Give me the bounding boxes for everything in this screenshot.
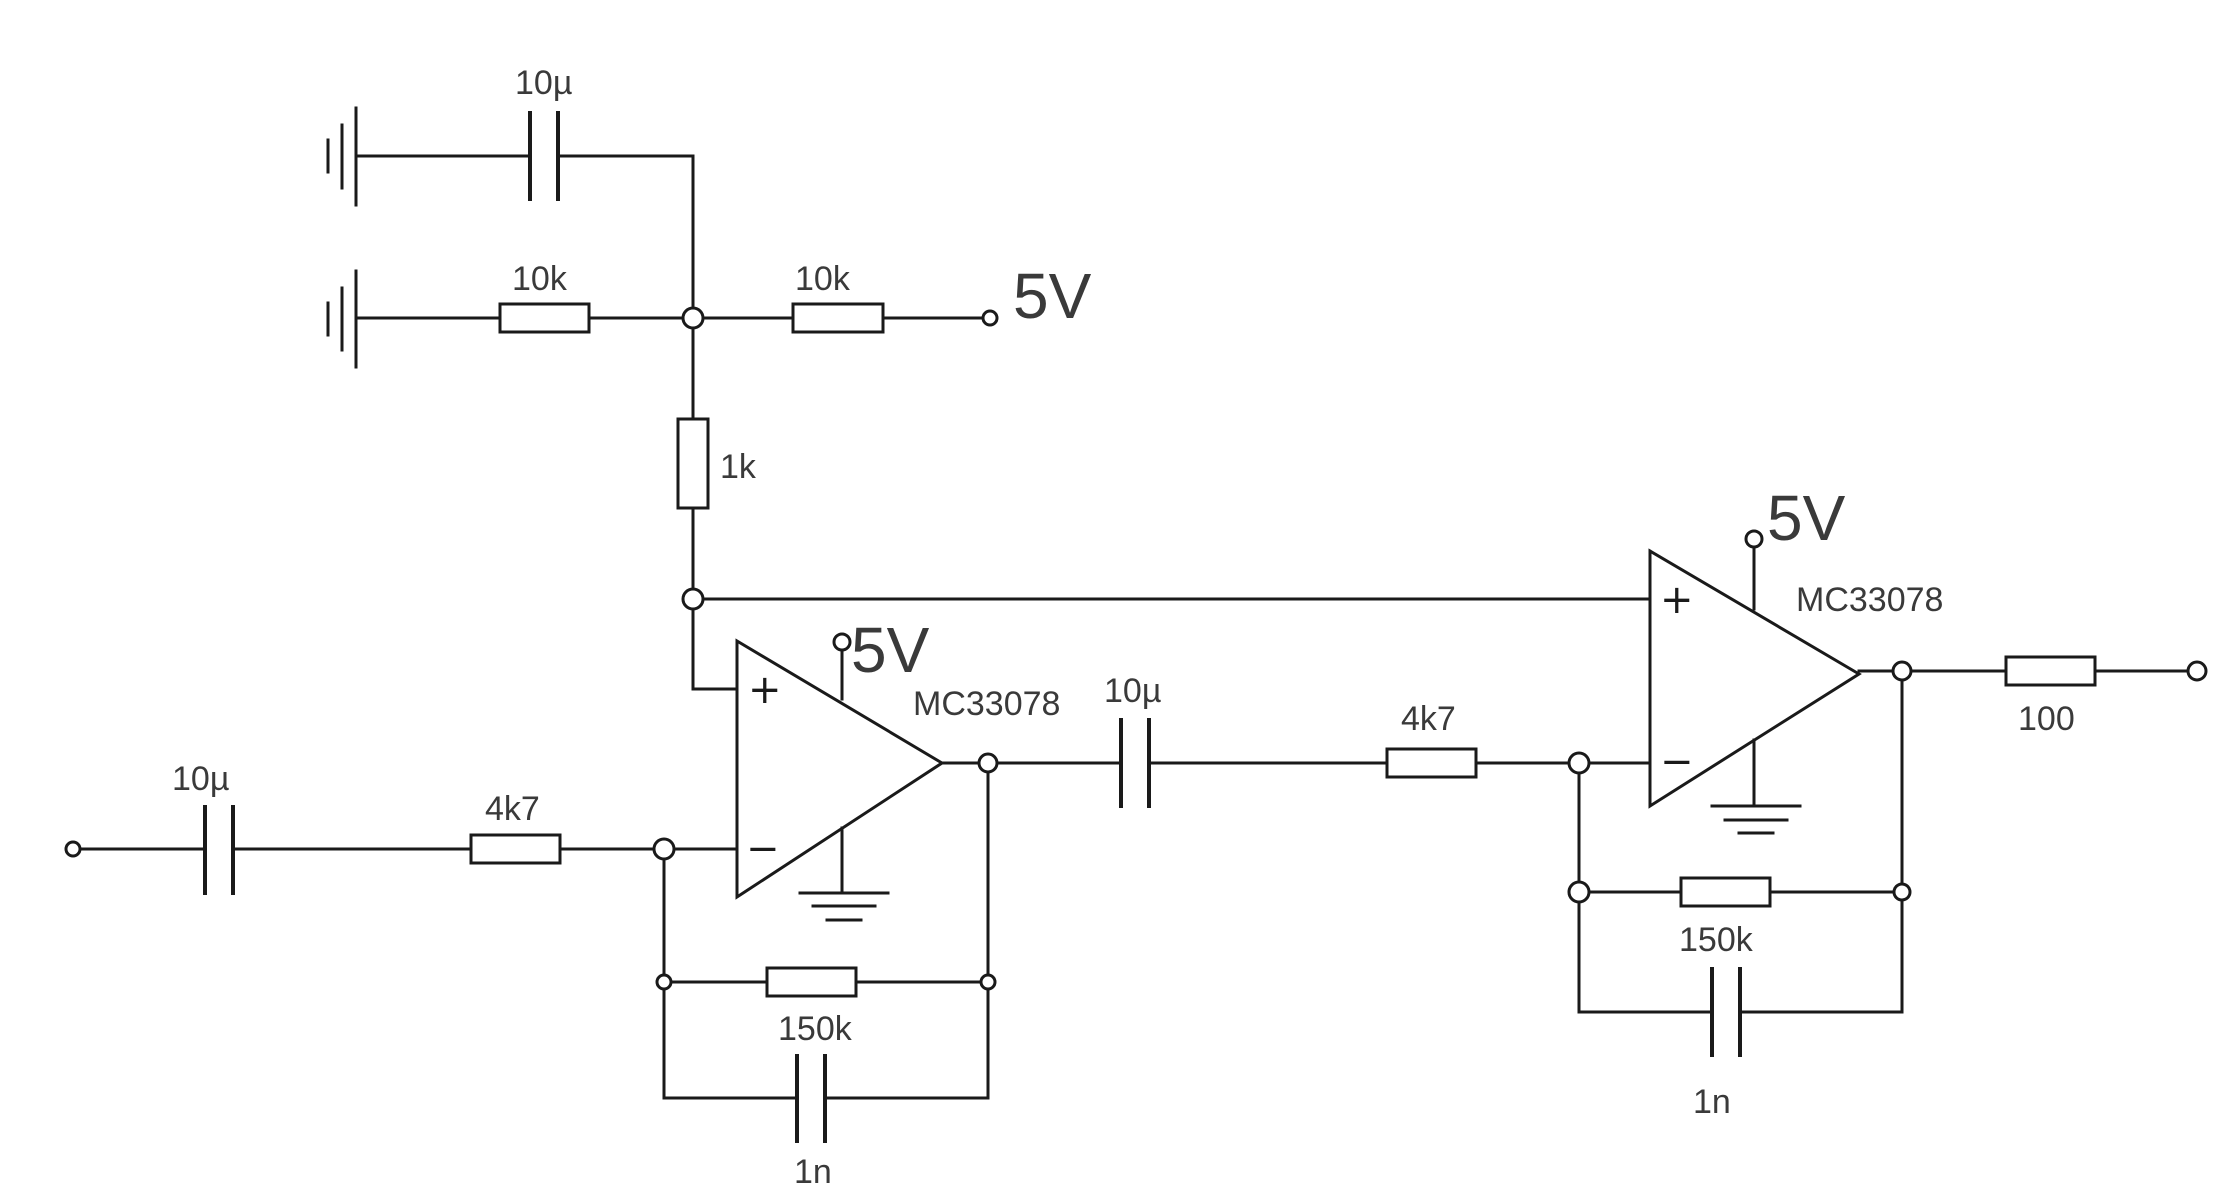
resistor-feedback-1 xyxy=(765,966,858,998)
resistor-feedback-2-label: 150k xyxy=(1679,921,1754,959)
resistor-bias-label: 1k xyxy=(720,448,757,486)
wire xyxy=(691,607,739,691)
opamp-1-plus: + xyxy=(748,667,782,713)
resistor-gnd xyxy=(498,302,591,334)
resistor-feedback-1-label: 150k xyxy=(778,1010,853,1048)
resistor-vcc-label: 10k xyxy=(795,260,851,298)
capacitor-top-label: 10µ xyxy=(515,64,572,102)
capacitor-feedback-2 xyxy=(1710,967,1742,1057)
capacitor-feedback-1-label: 1n xyxy=(794,1153,832,1186)
junction-bias xyxy=(681,306,705,330)
junction-a2-minus xyxy=(1567,751,1591,775)
junction-vref xyxy=(681,587,705,611)
resistor-feedback-2 xyxy=(1679,876,1772,908)
capacitor-input-label: 10µ xyxy=(172,760,229,798)
junction-a1-out xyxy=(977,752,999,774)
resistor-coupling-label: 4k7 xyxy=(1401,700,1456,738)
capacitor-coupling-label: 10µ xyxy=(1104,672,1161,710)
opamp-1: + − xyxy=(735,638,945,900)
capacitor-feedback-2-label: 1n xyxy=(1693,1083,1731,1121)
wire xyxy=(556,154,695,320)
junction xyxy=(1567,880,1591,904)
ground-symbol-top xyxy=(326,106,358,207)
resistor-output-label: 100 xyxy=(2018,700,2075,738)
ground-symbol-a2 xyxy=(1710,738,1802,835)
junction-a2-out xyxy=(1891,660,1913,682)
capacitor-coupling xyxy=(1119,718,1151,808)
vcc-a2-label: 5V xyxy=(1767,482,1846,554)
vcc-top-label: 5V xyxy=(1013,260,1092,332)
junction xyxy=(1892,882,1912,902)
opamp-2-minus: − xyxy=(1660,739,1694,785)
vcc-terminal-a1 xyxy=(832,632,852,652)
opamp-1-label: MC33078 xyxy=(913,685,1060,723)
junction xyxy=(655,973,673,991)
resistor-input-label: 4k7 xyxy=(485,790,540,828)
opamp-1-minus: − xyxy=(746,826,780,872)
vcc-a1-label: 5V xyxy=(851,614,930,686)
resistor-bias xyxy=(676,417,710,510)
vcc-terminal-top xyxy=(981,309,999,327)
vcc-terminal-a2 xyxy=(1744,529,1764,549)
output-terminal xyxy=(2186,660,2208,682)
resistor-coupling xyxy=(1385,747,1478,779)
ground-symbol-mid xyxy=(326,269,358,369)
resistor-output xyxy=(2004,655,2097,687)
resistor-vcc xyxy=(791,302,885,334)
junction-a1-minus xyxy=(652,837,676,861)
resistor-gnd-label: 10k xyxy=(512,260,568,298)
capacitor-feedback-1 xyxy=(795,1054,827,1143)
input-terminal xyxy=(64,840,82,858)
opamp-2-label: MC33078 xyxy=(1796,581,1943,619)
junction xyxy=(979,973,997,991)
resistor-input xyxy=(469,833,562,865)
opamp-2-plus: + xyxy=(1660,577,1694,623)
capacitor-top xyxy=(528,111,560,201)
capacitor-input xyxy=(203,805,235,895)
ground-symbol-a1 xyxy=(798,826,890,922)
